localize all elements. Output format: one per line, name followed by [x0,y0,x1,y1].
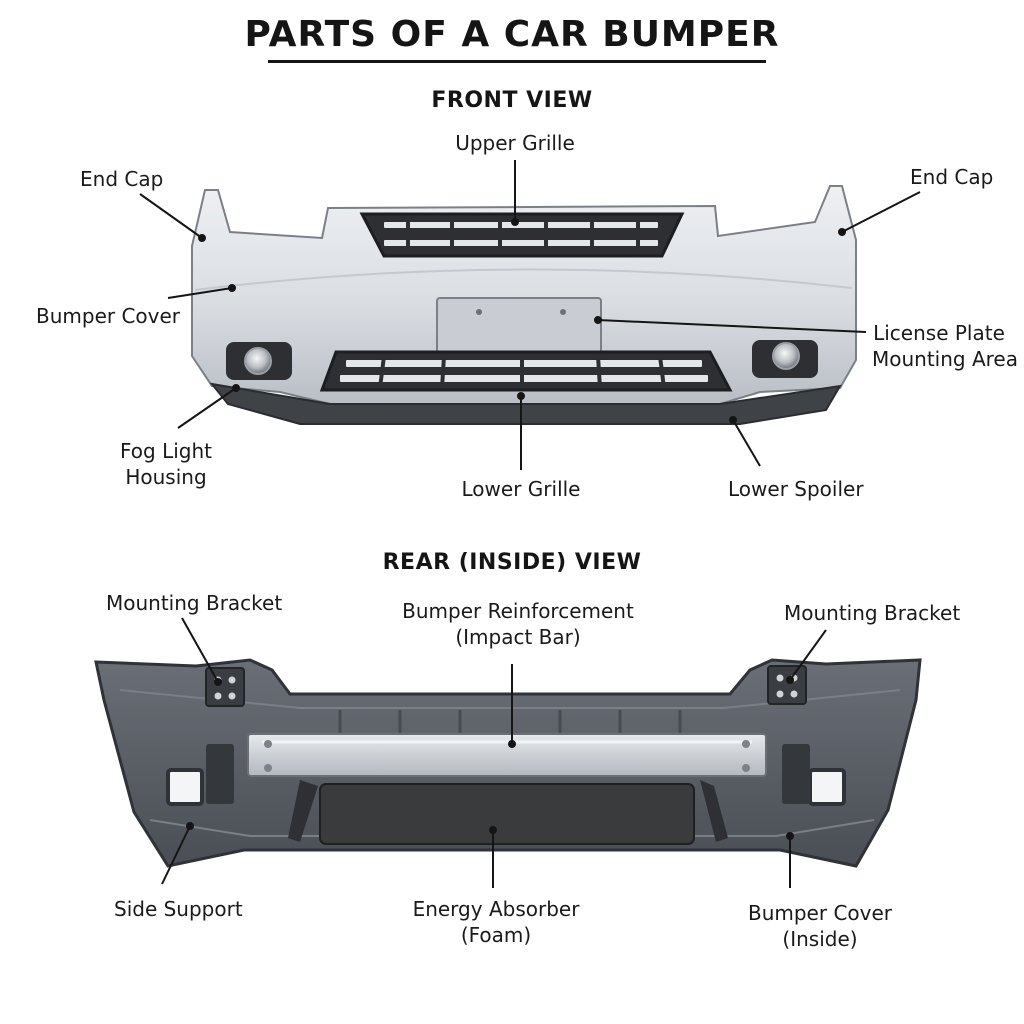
side-opening-right [808,768,846,806]
label-reinforcement-line2: (Impact Bar) [455,625,581,649]
mounting-bracket-left [205,667,245,707]
label-upper-grille: Upper Grille [455,131,575,155]
lower-spoiler [209,382,842,425]
energy-absorber [319,783,695,845]
label-bumper-cover-inside: Bumper Cover (Inside) [738,900,902,952]
label-license-plate: License Plate Mounting Area [872,320,1018,372]
label-energy-absorber-line2: (Foam) [460,923,532,947]
label-energy-absorber: Energy Absorber (Foam) [406,896,586,948]
label-fog-light-housing: Fog Light Housing [104,438,228,490]
label-mounting-bracket-right: Mounting Bracket [784,601,961,625]
front-bumper [191,185,857,425]
side-opening-left [166,768,204,806]
mounting-bracket-right [767,665,807,705]
license-plate-area [436,297,602,357]
rear-view-heading: REAR (INSIDE) VIEW [382,550,642,575]
label-lower-grille: Lower Grille [461,477,581,501]
label-side-support: Side Support [114,897,243,921]
label-bumper-cover: Bumper Cover [36,304,181,328]
label-mounting-bracket-left: Mounting Bracket [106,591,283,615]
label-end-cap-right: End Cap [910,165,994,189]
label-cover-inside-line2: (Inside) [782,927,858,951]
bumper-reinforcement-bar [247,733,767,777]
front-leader-lines [139,160,921,470]
label-lower-spoiler: Lower Spoiler [728,477,864,501]
label-reinforcement-line1: Bumper Reinforcement [402,599,634,623]
label-end-cap-left: End Cap [80,167,164,191]
page-title: PARTS OF A CAR BUMPER [244,14,780,55]
label-bumper-reinforcement: Bumper Reinforcement (Impact Bar) [398,598,638,650]
label-cover-inside-line1: Bumper Cover [747,901,893,925]
label-fog-light-line1: Fog Light [120,439,212,463]
front-view-heading: FRONT VIEW [431,88,593,113]
label-license-plate-line2: Mounting Area [872,347,1018,371]
label-license-plate-line1: License Plate [873,321,1005,345]
rear-bumper [94,658,922,868]
title-underline [268,60,766,63]
rear-leader-lines [161,617,827,888]
label-energy-absorber-line1: Energy Absorber [412,897,580,921]
label-fog-light-line2: Housing [125,465,207,489]
